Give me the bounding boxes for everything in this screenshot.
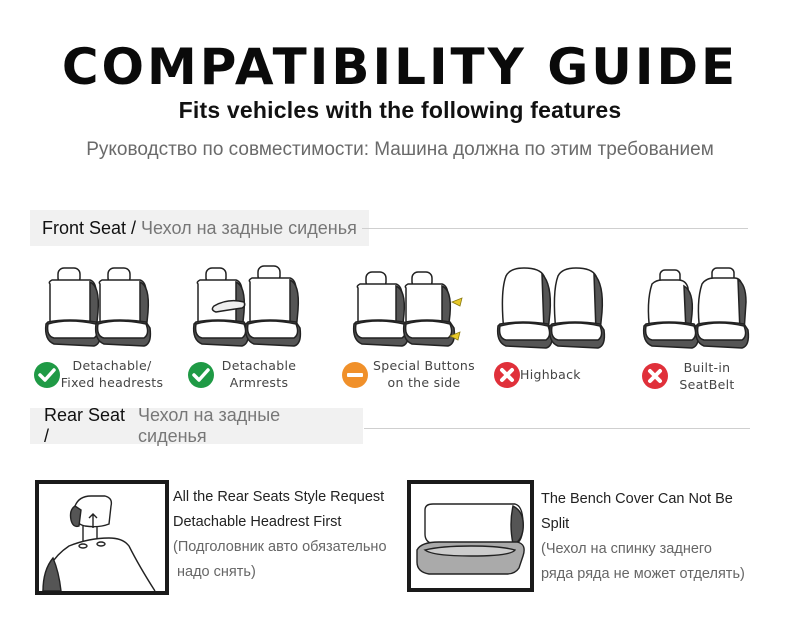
seatbelt-seats-illustration — [642, 267, 750, 349]
check-icon — [34, 362, 60, 388]
rear-requirement-bench: The Bench Cover Can Not Be Split (Чехол … — [541, 491, 745, 582]
feature-detachable-armrests: Detachable Armrests — [188, 262, 338, 397]
rear-seat-tab: Rear Seat / Чехол на задные сиденья — [30, 405, 363, 446]
feature-special-buttons: Special Buttons on the side — [342, 262, 498, 397]
front-seat-label: Front Seat / — [42, 217, 137, 238]
caution-icon — [342, 362, 368, 388]
front-seats-armrest-illustration — [192, 265, 302, 347]
feature-detachable-headrests: Detachable/ Fixed headrests — [34, 262, 188, 397]
feature-label: Detachable Armrests — [221, 358, 297, 390]
front-seat-section-header: Front Seat / Чехол на задные сиденья — [30, 210, 369, 246]
check-icon — [188, 362, 214, 388]
highback-seats-illustration — [496, 267, 606, 349]
rear-seat-section-header: Rear Seat / Чехол на задные сиденья — [30, 405, 363, 446]
feature-label: Special Buttons on the side — [373, 358, 475, 390]
front-seats-illustration — [44, 267, 152, 347]
rear-seat-label: Rear Seat / — [44, 405, 126, 446]
page-subtitle-ru: Руководство по совместимости: Машина дол… — [86, 139, 714, 160]
page-subtitle: Fits vehicles with the following feature… — [178, 97, 622, 123]
feature-label: Detachable/ Fixed headrests — [60, 358, 164, 390]
feature-highback: Highback — [494, 262, 644, 397]
cross-icon — [494, 362, 520, 388]
bench-seat-illustration — [416, 503, 525, 575]
divider — [362, 228, 748, 229]
rear-seat-label-ru: Чехол на задные сиденья — [138, 405, 281, 446]
feature-label: Built-in SeatBelt — [679, 360, 735, 392]
feature-label: Highback — [520, 367, 581, 382]
front-seat-label-ru: Чехол на задные сиденья — [141, 217, 357, 238]
feature-built-in-seatbelt: Built-in SeatBelt — [638, 262, 788, 397]
page-title: COMPATIBILITY GUIDE — [61, 38, 739, 96]
headrest-illustration-box — [35, 480, 169, 595]
rear-requirement-headrest: All the Rear Seats Style Request Detacha… — [173, 489, 387, 580]
front-seats-buttons-illustration — [352, 271, 463, 347]
cross-icon — [642, 363, 668, 389]
detachable-headrest-illustration — [42, 495, 156, 592]
divider — [364, 428, 750, 429]
bench-illustration-box — [407, 480, 534, 592]
front-seat-tab: Front Seat / Чехол на задные сиденья — [30, 210, 369, 246]
